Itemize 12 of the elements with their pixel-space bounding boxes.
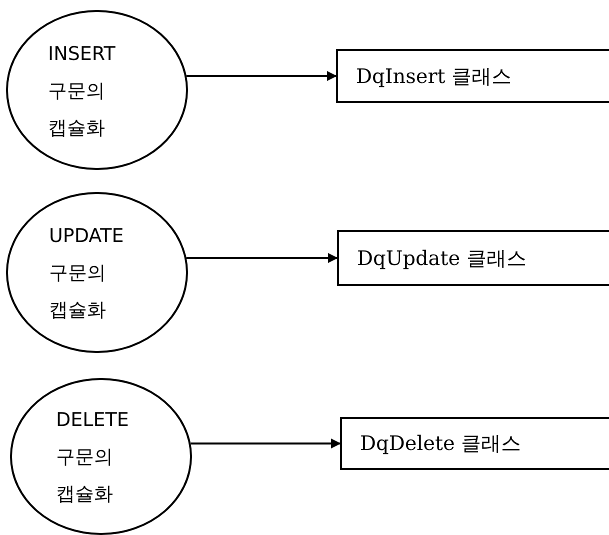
class-box [337,230,609,286]
ellipse-text: DELETE 구문의 캡슐화 [56,408,130,507]
class-box [340,417,609,470]
class-box [336,49,609,103]
arrow [190,438,341,448]
arrow [186,253,338,263]
ellipse-text: UPDATE 구문의 캡슐화 [49,224,125,323]
ellipse-text: INSERT 구문의 캡슐화 [48,42,116,141]
class-name: DqDelete 클래스 [360,430,522,457]
class-name: DqUpdate 클래스 [357,245,526,272]
arrow [186,71,337,81]
class-name: DqInsert 클래스 [356,63,512,90]
